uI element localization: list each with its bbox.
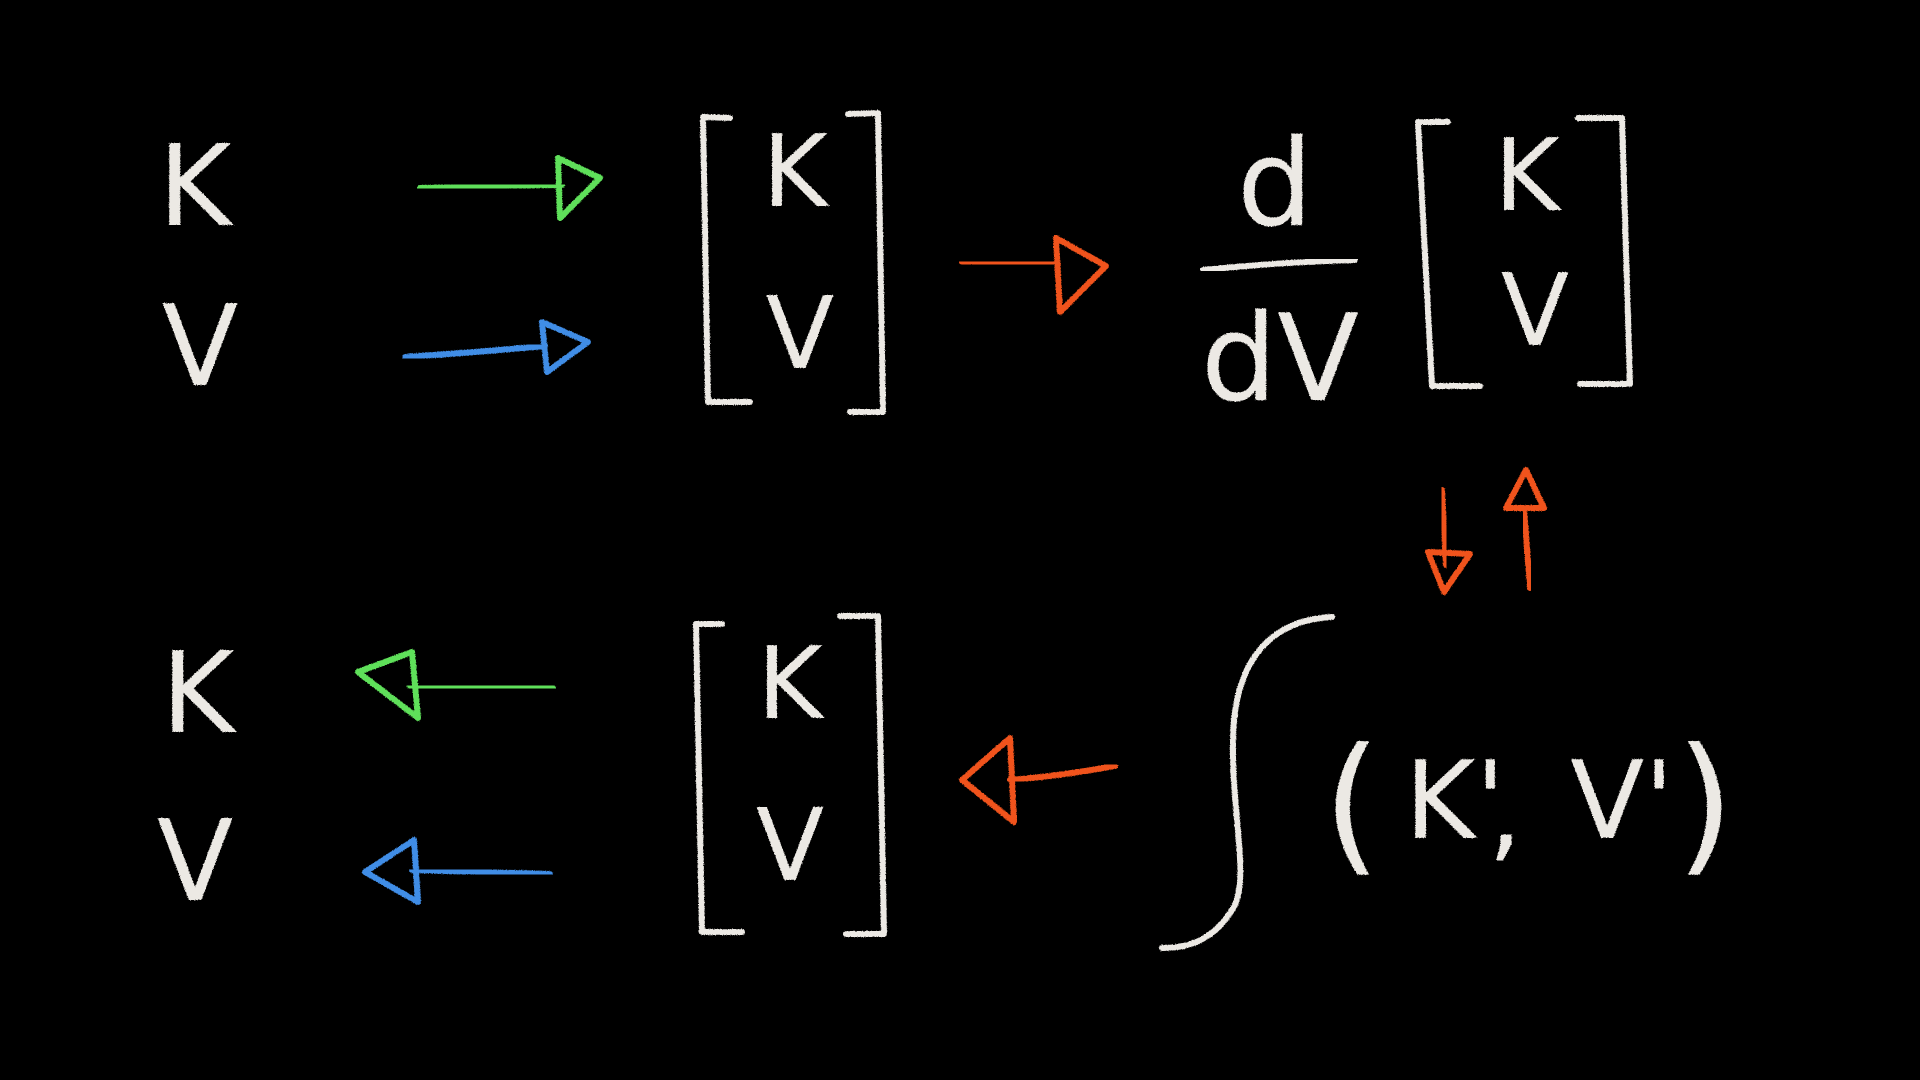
derivative-denominator: dV [1201, 290, 1359, 429]
top-vector-right-bracket [845, 110, 886, 415]
bottom-var-k: K [161, 629, 237, 759]
top-var-k: K [158, 122, 234, 252]
top-vector-k: K [762, 113, 830, 230]
bottom-k-arrow [355, 649, 556, 721]
derivative-numerator: d [1237, 115, 1313, 254]
bottom-v-arrow [362, 837, 553, 905]
derivative-operator: d dV [1200, 115, 1359, 429]
bottom-vector-k: K [757, 625, 825, 742]
top-k-arrow [417, 155, 603, 221]
to-derivative-arrow [959, 235, 1109, 315]
integrand: ( K' , V' ) [1323, 717, 1735, 891]
derivative-vector-v: V [1501, 252, 1569, 369]
integral-sign [1159, 614, 1335, 951]
derivative-vector: K V [1415, 115, 1633, 389]
bottom-var-v: V [157, 797, 234, 927]
bottom-vector-right-bracket [837, 613, 887, 937]
top-vector: K V [700, 110, 886, 415]
derivative-vector-left-bracket [1415, 119, 1483, 389]
derivative-vector-right-bracket [1575, 115, 1633, 387]
integrand-open-paren: ( [1323, 717, 1382, 891]
top-vector-v: V [766, 275, 834, 392]
integrand-v: V' [1570, 739, 1674, 864]
bottom-vector: K V [693, 613, 887, 937]
bottom-vector-v: V [756, 787, 824, 904]
bottom-vector-left-bracket [693, 621, 745, 935]
integrand-comma: , [1488, 749, 1522, 874]
integral-to-derivative-arrow [1503, 467, 1547, 591]
fraction-bar [1200, 257, 1358, 273]
integrand-close-paren: ) [1676, 717, 1735, 891]
top-var-v: V [162, 282, 239, 412]
integrand-k: K' [1405, 739, 1506, 864]
derivative-vector-k: K [1494, 117, 1562, 234]
derivative-to-integral-arrow [1425, 487, 1473, 595]
top-v-arrow [402, 319, 591, 375]
from-integral-arrow [959, 735, 1118, 825]
top-vector-left-bracket [700, 114, 753, 405]
